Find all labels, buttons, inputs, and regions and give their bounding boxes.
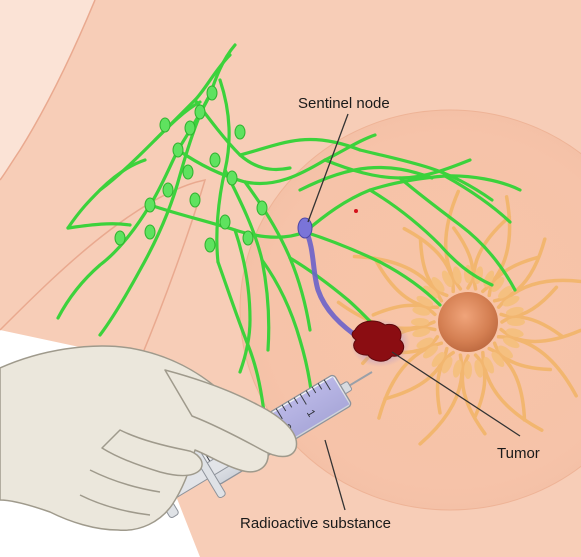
lymph-nodes <box>114 85 268 253</box>
duct-lobule <box>498 285 513 299</box>
lymph-node <box>194 104 206 120</box>
syringe-needle <box>347 371 373 388</box>
arm-outline <box>0 0 95 180</box>
duct-lobule <box>412 306 431 316</box>
duct-lobule <box>441 356 453 374</box>
lymph-node <box>206 85 218 101</box>
lymph-node <box>234 124 246 140</box>
lymph-node <box>209 152 221 168</box>
duct <box>492 341 553 372</box>
gloved-hand <box>0 345 298 531</box>
label-tumor: Tumor <box>497 445 540 462</box>
duct-lobule <box>441 270 453 288</box>
lymph-node <box>204 237 216 253</box>
duct <box>460 354 487 436</box>
syringe-tick <box>281 404 287 412</box>
radioactive-substance-leader <box>324 439 346 511</box>
hand-finger-fold <box>89 469 161 493</box>
duct <box>418 353 464 446</box>
lymph-node <box>256 200 268 216</box>
lymph-node <box>189 192 201 208</box>
tumor-leader <box>391 351 521 437</box>
duct-lobule <box>505 306 524 316</box>
duct-lobule <box>491 277 505 292</box>
syringe-tick <box>305 390 311 397</box>
lymph-node <box>226 170 238 186</box>
duct-lobule <box>502 337 520 349</box>
duct-lobule <box>452 266 462 285</box>
syringe-tick <box>311 386 317 394</box>
lymph-node <box>162 182 174 198</box>
sentinel-node <box>297 217 313 239</box>
duct-lobule <box>464 361 472 379</box>
duct <box>499 327 581 344</box>
duct-lobule <box>502 295 520 307</box>
hand-thumb <box>164 369 298 458</box>
lymph-node <box>172 142 184 158</box>
duct <box>377 341 444 420</box>
duct <box>496 278 581 309</box>
lymph-node <box>144 197 156 213</box>
lymph-node <box>219 214 231 230</box>
duct <box>383 346 449 401</box>
syringe-scale-label: 1 <box>304 408 317 419</box>
duct-lobule <box>416 337 434 349</box>
sentinel-node-leader <box>307 113 349 223</box>
lymph-node <box>242 230 254 246</box>
tumor <box>351 320 405 362</box>
duct <box>418 237 449 298</box>
lymph-node <box>159 117 171 133</box>
syringe-tick <box>299 393 307 405</box>
lymphatic-vessels <box>56 43 522 422</box>
nipple <box>438 292 498 352</box>
syringe-tick <box>293 397 299 405</box>
duct <box>372 256 440 309</box>
lymph-node <box>182 164 194 180</box>
duct <box>487 255 540 298</box>
duct <box>402 226 455 294</box>
duct-lobule <box>412 328 431 338</box>
duct <box>371 303 437 317</box>
label-radioactive-substance: Radioactive substance <box>240 515 391 532</box>
duct-lobule <box>491 352 505 367</box>
duct <box>472 215 512 291</box>
duct <box>435 350 455 415</box>
duct-lobule <box>474 359 484 378</box>
duct-lobule <box>416 295 434 307</box>
syringe-liquid <box>269 376 350 443</box>
duct-lobule <box>431 277 445 292</box>
duct-lobule <box>452 359 462 378</box>
duct-lobule <box>483 356 495 374</box>
hand-index-finger <box>101 429 203 477</box>
lymph-node <box>184 120 196 136</box>
duct <box>487 346 527 422</box>
duct-lobule <box>505 328 524 338</box>
marker-dot <box>354 209 358 213</box>
tracer-path <box>302 225 365 343</box>
duct <box>443 189 463 291</box>
duct <box>452 226 475 290</box>
duct-lobule <box>507 318 525 326</box>
syringe-tick <box>275 408 283 420</box>
duct-lobule <box>423 345 438 359</box>
syringe-tick <box>287 401 293 408</box>
duct-lobule <box>423 285 438 299</box>
syringe-tick <box>317 383 323 390</box>
hand-finger-fold-2 <box>79 494 151 516</box>
duct <box>499 285 559 318</box>
duct-lobule <box>498 345 513 359</box>
lymph-node <box>114 230 126 246</box>
duct-lobule <box>431 352 445 367</box>
label-sentinel-node: Sentinel node <box>298 95 390 112</box>
lymph-node <box>144 224 156 240</box>
duct <box>492 237 547 303</box>
shoulder-edge <box>0 0 96 181</box>
duct <box>500 315 564 338</box>
duct-lobule <box>411 318 429 326</box>
syringe-tick <box>323 379 331 391</box>
